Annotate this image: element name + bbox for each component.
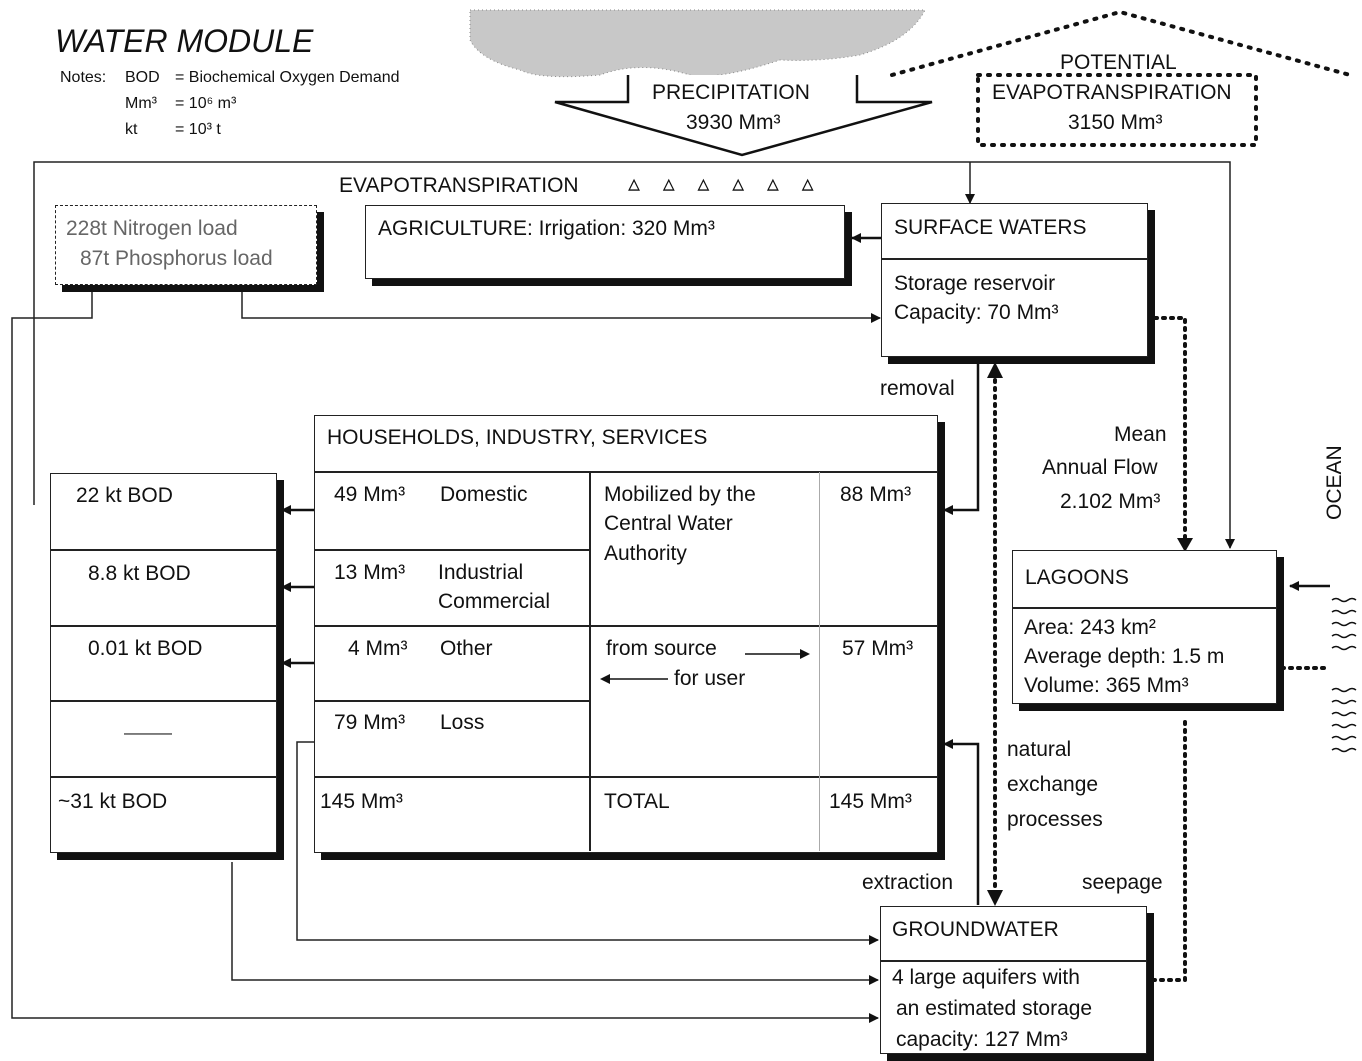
total-label: TOTAL (604, 789, 670, 814)
storage-reservoir-label: Storage reservoir (894, 271, 1055, 296)
ocean-waves-icon (1332, 599, 1356, 752)
evapotranspiration-triangles: ▵ ▵ ▵ ▵ ▵ ▵ (628, 170, 822, 199)
total-right-volume: 145 Mm³ (829, 789, 912, 814)
commercial-label: Commercial (438, 589, 550, 614)
natural-exchange-line2: exchange (1007, 772, 1098, 797)
bod-divider (51, 549, 276, 551)
industrial-label: Industrial (438, 560, 523, 585)
nitrogen-load: 228t Nitrogen load (66, 216, 238, 241)
notes-label: Notes: (60, 68, 106, 87)
groundwater-line2: an estimated storage (896, 996, 1092, 1021)
lagoons-area: Area: 243 km² (1024, 615, 1156, 640)
source-user-arrows (590, 640, 820, 690)
cloud-icon (470, 10, 925, 77)
mobilized-line1: Mobilized by the (604, 482, 756, 507)
domestic-label: Domestic (440, 482, 528, 507)
evapotranspiration-label: EVAPOTRANSPIRATION (335, 173, 583, 198)
lagoons-divider (1013, 607, 1276, 609)
households-divider (315, 625, 937, 627)
lagoons-title: LAGOONS (1025, 565, 1129, 590)
bod-loss: ——— (124, 724, 172, 743)
reservoir-capacity: Capacity: 70 Mm³ (894, 300, 1059, 325)
bod-industrial: 8.8 kt BOD (88, 561, 191, 586)
bod-divider (51, 776, 276, 778)
mean-flow-line2: Annual Flow (1042, 455, 1158, 480)
mobilized-line2: Central Water (604, 511, 733, 536)
bod-divider (51, 625, 276, 627)
groundwater-divider (881, 960, 1146, 962)
total-volume: 145 Mm³ (320, 789, 403, 814)
phosphorus-load: 87t Phosphorus load (80, 246, 273, 271)
groundwater-line1: 4 large aquifers with (892, 965, 1080, 990)
right-mid-volume: 57 Mm³ (842, 636, 913, 661)
lagoons-volume: Volume: 365 Mm³ (1024, 673, 1189, 698)
notes-bod-value: = Biochemical Oxygen Demand (175, 68, 400, 87)
removal-label: removal (880, 376, 955, 401)
households-title: HOUSEHOLDS, INDUSTRY, SERVICES (327, 425, 707, 450)
natural-exchange-line1: natural (1007, 737, 1071, 762)
surface-waters-title: SURFACE WATERS (894, 215, 1087, 240)
bod-total: ~31 kt BOD (58, 789, 167, 814)
households-table (314, 415, 938, 853)
precipitation-value: 3930 Mm³ (686, 110, 781, 135)
other-volume: 4 Mm³ (348, 636, 408, 661)
right-top-volume: 88 Mm³ (840, 482, 911, 507)
mobilized-line3: Authority (604, 541, 687, 566)
precipitation-label: PRECIPITATION (652, 80, 810, 105)
households-divider (315, 700, 590, 702)
households-divider (315, 549, 590, 551)
seepage-label: seepage (1082, 870, 1163, 895)
notes-mm3-key: Mm³ (125, 94, 157, 113)
notes-bod-key: BOD (125, 68, 160, 87)
notes-mm3-value: = 10⁶ m³ (175, 94, 236, 113)
extraction-label: extraction (862, 870, 953, 895)
surface-waters-divider (882, 258, 1147, 260)
lagoons-depth: Average depth: 1.5 m (1024, 644, 1224, 669)
ocean-label: OCEAN (1322, 445, 1347, 520)
industrial-volume: 13 Mm³ (334, 560, 405, 585)
households-header-divider (315, 471, 937, 473)
groundwater-title: GROUNDWATER (892, 917, 1059, 942)
agriculture-label: AGRICULTURE: Irrigation: 320 Mm³ (378, 216, 715, 241)
other-label: Other (440, 636, 493, 661)
notes-kt-value: = 10³ t (175, 120, 221, 139)
potential-et-value: 3150 Mm³ (1068, 110, 1163, 135)
natural-exchange-line3: processes (1007, 807, 1103, 832)
loss-volume: 79 Mm³ (334, 710, 405, 735)
potential-et-line1: POTENTIAL (1060, 50, 1177, 75)
bod-other: 0.01 kt BOD (88, 636, 202, 661)
diagram-title: WATER MODULE (55, 22, 313, 60)
potential-et-line2: EVAPOTRANSPIRATION (992, 80, 1232, 105)
domestic-volume: 49 Mm³ (334, 482, 405, 507)
households-divider (315, 776, 937, 778)
mean-flow-value: 2.102 Mm³ (1060, 489, 1160, 514)
loss-label: Loss (440, 710, 484, 735)
bod-domestic: 22 kt BOD (76, 483, 173, 508)
bod-divider (51, 700, 276, 702)
groundwater-capacity: capacity: 127 Mm³ (896, 1027, 1068, 1052)
notes-kt-key: kt (125, 120, 137, 139)
mean-flow-line1: Mean (1114, 422, 1167, 447)
